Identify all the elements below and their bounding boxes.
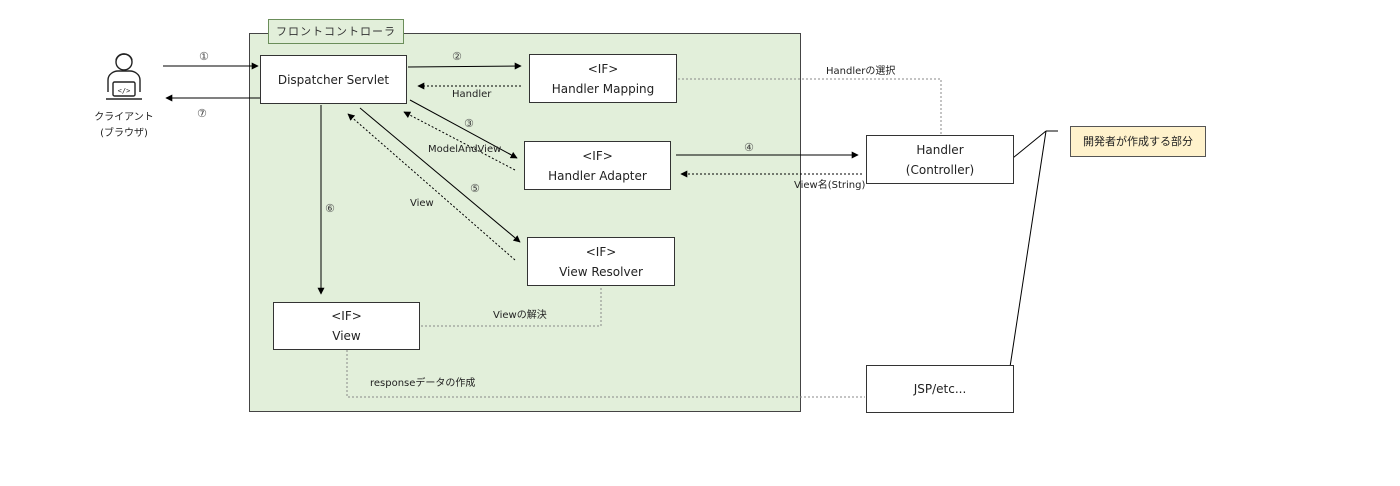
step-2-number: ② — [452, 50, 462, 63]
handler-adapter-label: Handler Adapter — [548, 168, 647, 183]
step-1-number: ① — [199, 50, 209, 63]
arrow-step3 — [409, 99, 518, 159]
step-4-number: ④ — [744, 141, 754, 154]
view-box: <IF> View — [273, 302, 420, 350]
arrow-modelandview-return — [403, 111, 516, 171]
client-label: クライアント (ブラウザ) — [94, 110, 154, 142]
view-resolver-box: <IF> View Resolver — [527, 237, 675, 286]
label-handler-select: Handlerの選択 — [826, 66, 896, 77]
handler-mapping-box: <IF> Handler Mapping — [529, 54, 677, 103]
line-response-create — [346, 350, 865, 398]
view-label: View — [332, 329, 361, 343]
arrow-step2 — [407, 62, 522, 70]
handler-label: Handler — [916, 142, 964, 157]
handler-mapping-label: Handler Mapping — [551, 81, 655, 96]
jsp-label: JSP/etc... — [913, 382, 967, 396]
note-callout-bottom — [1009, 130, 1047, 368]
svg-text:</>: </> — [118, 87, 131, 95]
label-view-resolve: Viewの解決 — [493, 310, 547, 321]
arrow-step5 — [359, 107, 521, 243]
front-controller-title: フロントコントローラ — [268, 19, 404, 44]
handler-controller-box: Handler (Controller) — [866, 135, 1014, 184]
note-callout-top — [1007, 130, 1047, 163]
label-view-name: View名(String) — [794, 180, 866, 191]
line-handler-select — [678, 78, 942, 134]
label-handler-return: Handler — [452, 89, 492, 100]
dispatcher-servlet-box: Dispatcher Servlet — [260, 55, 407, 104]
handler-adapter-box: <IF> Handler Adapter — [524, 141, 671, 190]
client-label-line1: クライアント — [94, 112, 154, 123]
developer-person-icon — [106, 53, 142, 100]
view-resolver-label: View Resolver — [559, 264, 643, 279]
client-label-line2: (ブラウザ) — [100, 128, 148, 139]
developer-part-note: 開発者が作成する部分 — [1070, 126, 1206, 157]
label-view-return: View — [410, 198, 434, 209]
step-5-number: ⑤ — [470, 182, 480, 195]
arrow-view-return — [347, 113, 516, 261]
dispatcher-servlet-label: Dispatcher Servlet — [277, 72, 390, 87]
step-3-number: ③ — [464, 117, 474, 130]
controller-label: (Controller) — [905, 162, 975, 177]
handler-mapping-if: <IF> — [587, 61, 619, 76]
view-if: <IF> — [331, 309, 362, 323]
line-view-resolve — [421, 287, 602, 327]
jsp-box: JSP/etc... — [866, 365, 1014, 413]
handler-adapter-if: <IF> — [582, 148, 613, 163]
label-response-create: responseデータの作成 — [370, 378, 476, 389]
view-resolver-if: <IF> — [585, 244, 617, 259]
label-model-and-view: ModelAndView — [428, 144, 502, 155]
step-7-number: ⑦ — [197, 107, 207, 120]
step-6-number: ⑥ — [325, 202, 335, 215]
